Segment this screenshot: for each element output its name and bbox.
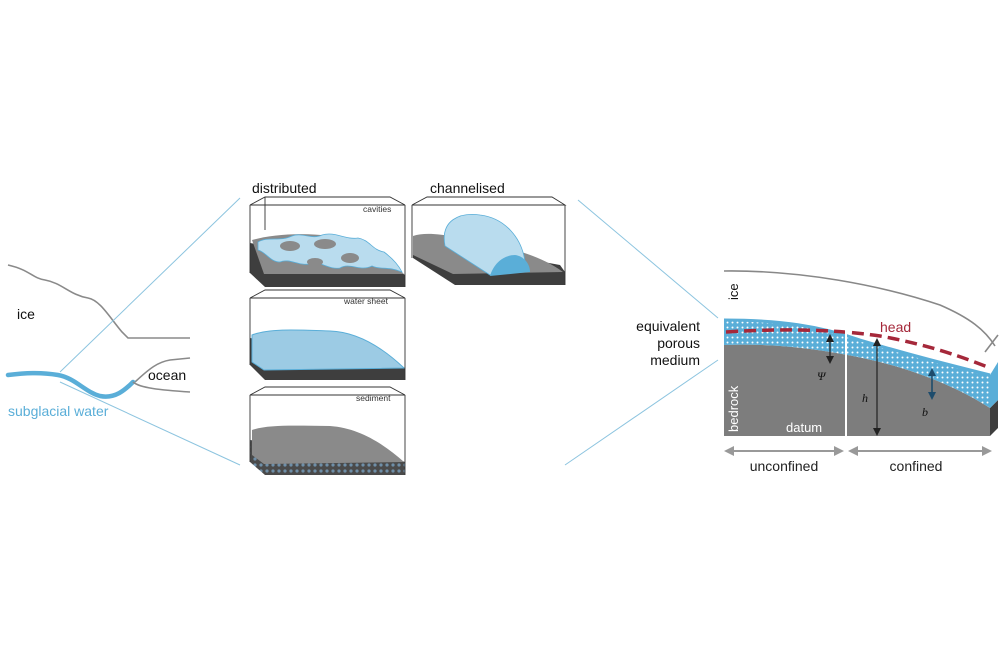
- cavities-label: cavities: [363, 204, 391, 214]
- box-outline: [411, 196, 567, 285]
- psi-label: Ψ: [817, 369, 827, 383]
- h-arrow: [873, 338, 881, 436]
- confined-label: confined: [890, 458, 943, 474]
- ice-surface: [723, 270, 996, 347]
- aquifer-layer: [724, 320, 990, 408]
- sediment-bed-surface: [252, 425, 404, 464]
- channel-box: [411, 196, 567, 285]
- epm-panel: equivalent porous medium head Ψ h: [636, 270, 999, 474]
- epm-title-line-3: medium: [650, 352, 700, 368]
- unconfined-arrow: [724, 446, 844, 456]
- b-arrow: [928, 368, 936, 400]
- head-label: head: [880, 319, 911, 335]
- connector-line: [59, 381, 241, 466]
- bedrock-side: [990, 400, 998, 436]
- ice-front: [984, 334, 999, 353]
- box-outline: [249, 386, 406, 475]
- cavity-obstacle: [341, 253, 359, 263]
- aquifer-top: [723, 318, 991, 377]
- distributed-title: distributed: [252, 180, 317, 196]
- unconfined-label: unconfined: [750, 458, 819, 474]
- epm-title-line-2: porous: [657, 335, 700, 351]
- ocean-surface-line: [134, 357, 191, 383]
- water-sheet-label: water sheet: [343, 296, 389, 306]
- aquifer-side: [990, 362, 998, 408]
- epm-ice-label: ice: [726, 283, 741, 300]
- ocean-label: ocean: [148, 367, 186, 383]
- connector-line: [59, 197, 241, 373]
- subglacial-water-line: [5, 370, 136, 399]
- ice-surface-line: [7, 264, 190, 339]
- sediment-label: sediment: [356, 393, 391, 403]
- cavity-obstacle: [280, 241, 300, 251]
- sheet-water: [251, 329, 406, 371]
- cavity-obstacle: [307, 258, 323, 266]
- sediment-box: sediment: [249, 386, 406, 475]
- epm-title-line-1: equivalent: [636, 318, 700, 334]
- b-label: b: [922, 405, 928, 419]
- box-outline: [249, 289, 406, 380]
- bedrock: [724, 344, 990, 436]
- bed-line: [132, 381, 191, 393]
- water-sheet-box: water sheet: [249, 289, 406, 380]
- head-line: [725, 328, 991, 370]
- channelised-title: channelised: [430, 180, 505, 196]
- datum-label: datum: [786, 420, 822, 435]
- box-outline: [249, 196, 406, 287]
- connector-line: [564, 359, 719, 466]
- confined-arrow: [848, 446, 992, 456]
- cavities-box: cavities: [249, 196, 406, 287]
- overview-panel: ice ocean subglacial water: [5, 264, 191, 419]
- cavity-obstacle: [314, 239, 336, 249]
- subglacial-water-label: subglacial water: [8, 403, 109, 419]
- bedrock-label: bedrock: [726, 385, 741, 432]
- psi-arrow: [826, 334, 834, 364]
- channel-conduit: [490, 255, 530, 276]
- h-label: h: [862, 391, 868, 405]
- connector-line: [577, 199, 719, 319]
- systems-panel: distributed channelised cavities: [249, 180, 567, 475]
- ice-label: ice: [17, 306, 35, 322]
